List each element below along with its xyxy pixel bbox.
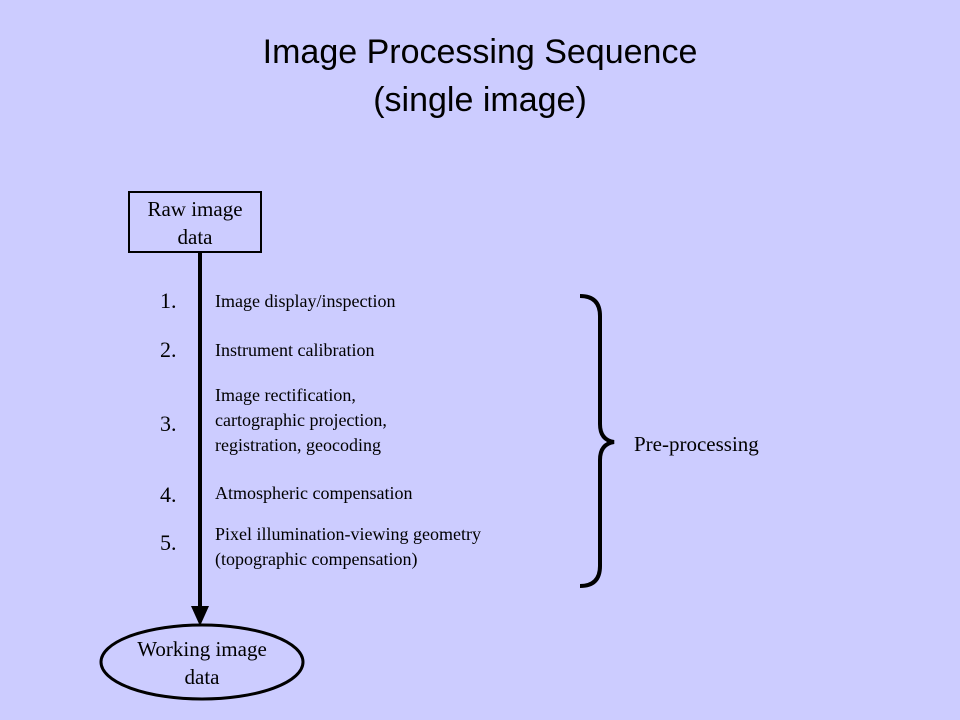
flow-arrow-head xyxy=(191,606,209,626)
step-1-number: 1. xyxy=(160,288,177,313)
step-2-number: 2. xyxy=(160,337,177,362)
slide-title: Image Processing Sequence xyxy=(262,33,698,71)
step-1-text: Image display/inspection xyxy=(215,291,396,311)
step-3-text: Image rectification, cartographic projec… xyxy=(215,385,387,455)
slide-subtitle: (single image) xyxy=(373,81,587,119)
step-4-text: Atmospheric compensation xyxy=(215,483,413,503)
step-5-number: 5. xyxy=(160,530,177,555)
step-4-number: 4. xyxy=(160,482,177,507)
step-5-text: Pixel illumination-viewing geometry (top… xyxy=(215,524,481,569)
step-3-number: 3. xyxy=(160,411,177,436)
raw-image-data-box: Raw image data xyxy=(128,191,262,253)
pre-processing-brace xyxy=(579,294,615,588)
working-image-data-label: Working image data xyxy=(137,637,267,689)
step-2-text: Instrument calibration xyxy=(215,340,375,360)
pre-processing-label: Pre-processing xyxy=(634,432,759,456)
